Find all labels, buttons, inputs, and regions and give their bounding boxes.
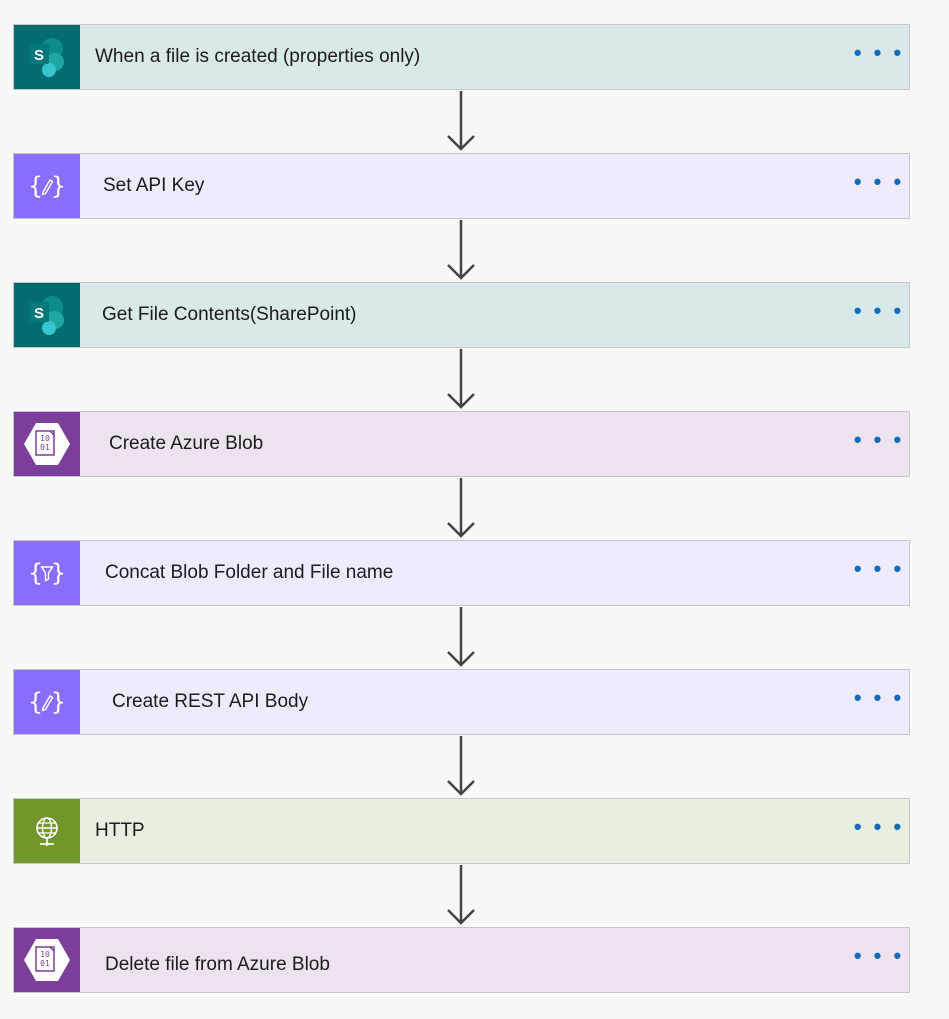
svg-text:10: 10 [40, 434, 50, 443]
variable-filter-icon: { } [14, 541, 80, 605]
step-card-http[interactable]: HTTP • • • [13, 798, 910, 864]
arrow-down-icon [447, 736, 475, 796]
svg-text:S: S [34, 47, 44, 64]
step-title: Concat Blob Folder and File name [105, 562, 394, 583]
step-card-create-azure-blob[interactable]: 10 01 Create Azure Blob • • • [13, 411, 910, 477]
step-title: Set API Key [103, 175, 205, 196]
azure-blob-icon: 10 01 [14, 412, 80, 476]
more-options-button[interactable]: • • • [853, 298, 905, 323]
arrow-down-icon [447, 91, 475, 151]
arrow-down-icon [447, 478, 475, 538]
svg-text:10: 10 [40, 950, 50, 959]
step-title: When a file is created (properties only) [95, 46, 421, 67]
svg-text:01: 01 [40, 959, 50, 968]
arrow-down-icon [447, 607, 475, 667]
more-options-button[interactable]: • • • [853, 943, 905, 968]
variable-edit-icon: { } [14, 670, 80, 734]
arrow-down-icon [447, 349, 475, 409]
step-title: Delete file from Azure Blob [105, 954, 330, 975]
more-options-button[interactable]: • • • [853, 427, 905, 452]
more-options-button[interactable]: • • • [853, 40, 905, 65]
step-card-create-rest-api-body[interactable]: { } Create REST API Body • • • [13, 669, 910, 735]
step-card-when-file-created[interactable]: S When a file is created (properties onl… [13, 24, 910, 90]
step-title: Get File Contents(SharePoint) [102, 304, 357, 325]
step-title: Create Azure Blob [109, 433, 264, 454]
more-options-button[interactable]: • • • [853, 556, 905, 581]
step-card-get-file-contents[interactable]: S Get File Contents(SharePoint) • • • [13, 282, 910, 348]
svg-text:{ }: { } [28, 559, 66, 587]
step-title: Create REST API Body [112, 691, 309, 712]
more-options-button[interactable]: • • • [853, 685, 905, 710]
sharepoint-icon: S [14, 25, 80, 89]
azure-blob-icon: 10 01 [14, 928, 80, 992]
step-card-set-api-key[interactable]: { } Set API Key • • • [13, 153, 910, 219]
more-options-button[interactable]: • • • [853, 169, 905, 194]
step-card-delete-file-azure-blob[interactable]: 10 01 Delete file from Azure Blob • • • [13, 927, 910, 993]
step-title: HTTP [95, 820, 145, 841]
more-options-button[interactable]: • • • [853, 814, 905, 839]
variable-edit-icon: { } [14, 154, 80, 218]
step-card-concat-blob-folder[interactable]: { } Concat Blob Folder and File name • •… [13, 540, 910, 606]
http-globe-icon [14, 799, 80, 863]
sharepoint-icon: S [14, 283, 80, 347]
arrow-down-icon [447, 220, 475, 280]
svg-text:01: 01 [40, 443, 50, 452]
svg-text:S: S [34, 305, 44, 322]
arrow-down-icon [447, 865, 475, 925]
